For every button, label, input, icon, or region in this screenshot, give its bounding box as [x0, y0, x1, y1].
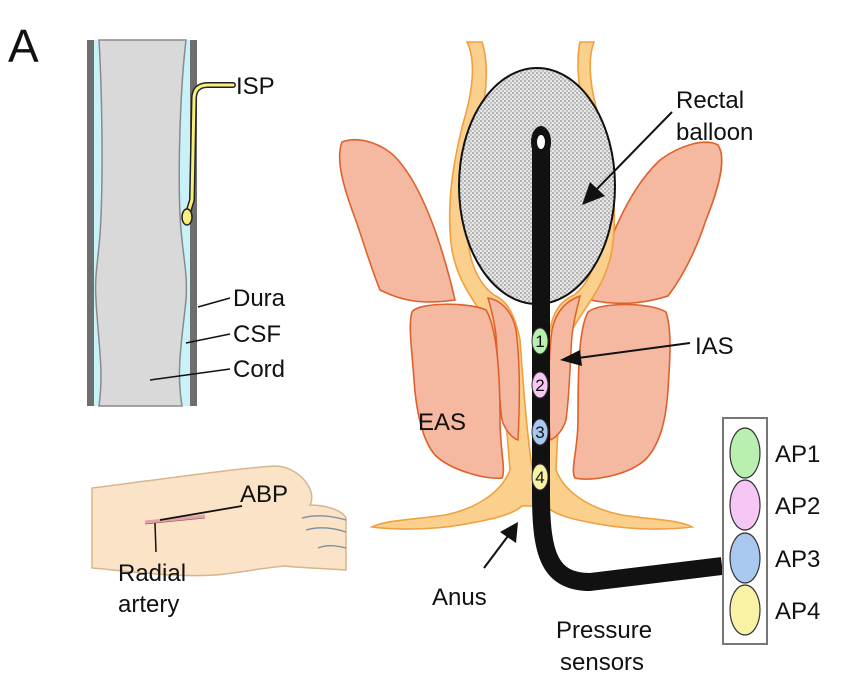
- radial-pointer: [155, 523, 156, 552]
- rectal-balloon-label-1: Rectal: [676, 87, 744, 114]
- legend-label-ap4: AP4: [775, 598, 820, 625]
- pressure-sensors-label-1: Pressure: [556, 617, 652, 644]
- legend-label-ap1: AP1: [775, 441, 820, 468]
- eas-label: EAS: [418, 409, 466, 436]
- legend-swatch-ap4: [730, 585, 760, 635]
- sensor-4-label: 4: [535, 468, 544, 487]
- levator-muscle-left: [340, 140, 455, 302]
- dura-pointer: [198, 298, 230, 307]
- abp-label: ABP: [240, 481, 288, 508]
- eas-right: [573, 305, 670, 480]
- wrist-diagram: ABP Radial artery: [92, 466, 346, 618]
- isp-probe-tip: [182, 209, 192, 225]
- legend-swatch-ap2: [730, 480, 760, 530]
- catheter-tip-lumen: [537, 135, 545, 149]
- csf-label: CSF: [233, 321, 281, 348]
- eas-left: [410, 304, 503, 478]
- panel-letter: A: [8, 20, 39, 72]
- spinal-cord: [96, 40, 187, 406]
- anorectal-diagram: 1 2 3 4 Rectal balloon IAS EAS Anus Pres…: [340, 42, 754, 676]
- radial-label-1: Radial: [118, 560, 186, 587]
- sensor-2-label: 2: [535, 376, 544, 395]
- anus-label: Anus: [432, 584, 487, 611]
- legend-swatch-ap1: [730, 428, 760, 478]
- rectal-balloon-label-2: balloon: [676, 119, 753, 146]
- sensor-3-label: 3: [535, 423, 544, 442]
- anus-arrow-line: [484, 536, 508, 568]
- pressure-sensors-label-2: sensors: [560, 649, 644, 676]
- spinal-cord-diagram: ISP Dura CSF Cord: [87, 40, 286, 406]
- legend-label-ap3: AP3: [775, 546, 820, 573]
- anus-arrowhead: [500, 522, 518, 543]
- radial-label-2: artery: [118, 591, 179, 618]
- dura-left: [87, 40, 94, 406]
- legend-label-ap2: AP2: [775, 493, 820, 520]
- sensor-1-label: 1: [535, 332, 544, 351]
- cord-label: Cord: [233, 356, 285, 383]
- isp-label: ISP: [236, 73, 275, 100]
- legend-swatch-ap3: [730, 533, 760, 583]
- ias-label: IAS: [695, 333, 734, 360]
- sensor-legend: AP1 AP2 AP3 AP4: [723, 418, 820, 644]
- dura-label: Dura: [233, 285, 286, 312]
